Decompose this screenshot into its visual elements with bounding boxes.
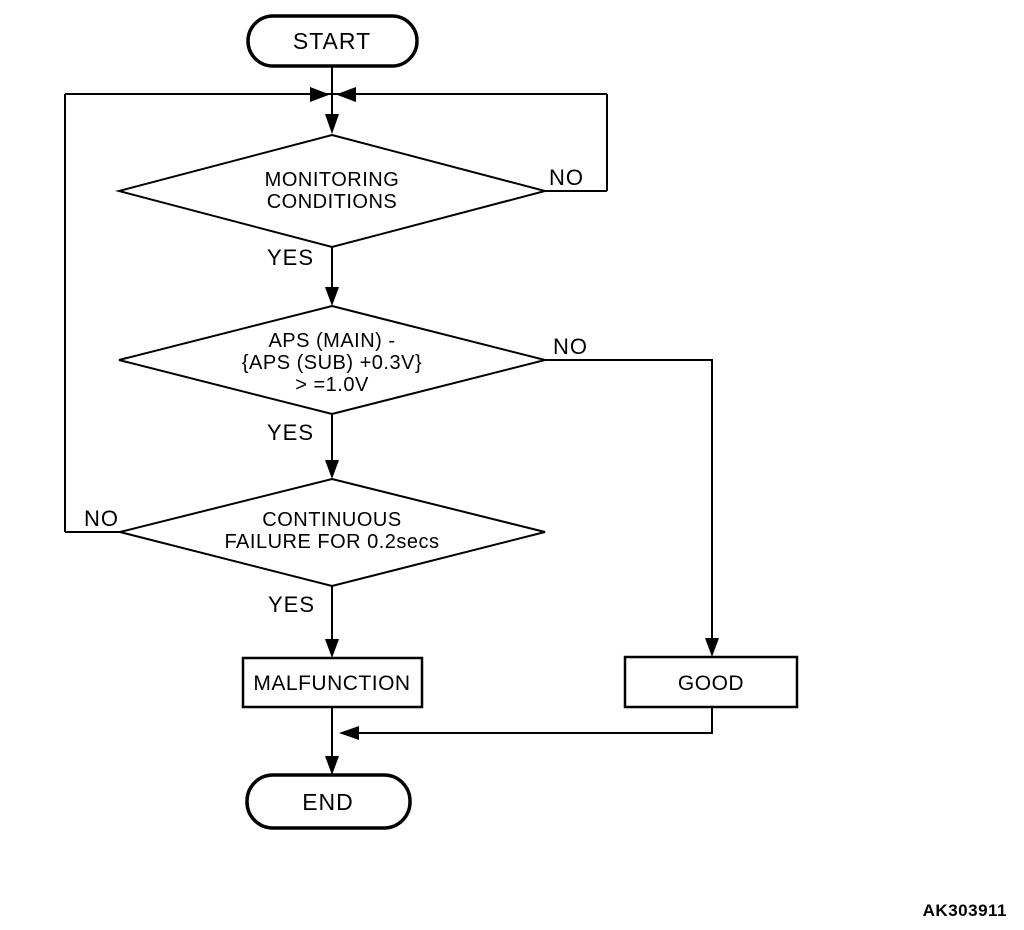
continuous-no-label: NO xyxy=(84,506,119,531)
malfunction-node xyxy=(241,656,424,709)
arrowhead-into-aps xyxy=(325,287,339,306)
decision-continuous-failure xyxy=(119,477,546,588)
arrowhead-bottom-merge xyxy=(339,726,359,740)
aps-no-label: NO xyxy=(553,334,588,359)
continuous-yes-label: YES xyxy=(268,592,315,617)
aps-line-3: > =1.0V xyxy=(295,374,369,396)
good-node xyxy=(623,655,799,709)
decision-monitoring-conditions xyxy=(115,133,549,249)
monitoring-yes-label: YES xyxy=(267,245,314,270)
monitoring-no-label: NO xyxy=(549,165,584,190)
arrowhead-into-good xyxy=(705,638,719,657)
malfunction-label: MALFUNCTION xyxy=(253,672,410,695)
aps-yes-label: YES xyxy=(267,420,314,445)
start-node xyxy=(246,14,419,68)
good-label: GOOD xyxy=(678,672,744,695)
arrowhead-into-continuous xyxy=(325,460,339,479)
continuous-line-2: FAILURE FOR 0.2secs xyxy=(224,531,439,553)
edge-good-to-merge xyxy=(342,707,713,734)
end-label: END xyxy=(302,789,354,815)
start-label: START xyxy=(293,28,371,54)
monitoring-line-1: MONITORING xyxy=(265,169,400,191)
arrowhead-into-malfunction xyxy=(325,639,339,658)
arrowhead-into-end xyxy=(325,756,339,775)
arrowhead-merge-right xyxy=(336,87,356,102)
continuous-line-1: CONTINUOUS xyxy=(262,509,401,531)
monitoring-line-2: CONDITIONS xyxy=(267,191,398,213)
aps-line-2: {APS (SUB) +0.3V} xyxy=(242,352,422,374)
figure-code: AK303911 xyxy=(923,901,1007,920)
end-node xyxy=(245,773,412,830)
arrowhead-merge-left xyxy=(310,87,330,102)
arrowhead-into-monitoring xyxy=(325,114,339,134)
aps-line-1: APS (MAIN) - xyxy=(268,330,395,352)
decision-aps-comparison xyxy=(118,304,546,416)
edge-aps-no-to-good xyxy=(545,359,713,652)
